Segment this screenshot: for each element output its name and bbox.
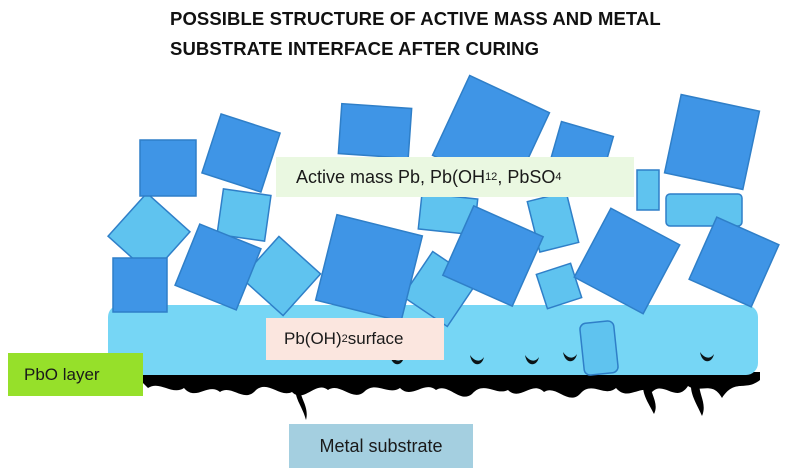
crystal bbox=[573, 207, 681, 315]
metal-substrate-label: Metal substrate bbox=[289, 424, 473, 468]
active-mass-sub-2: 4 bbox=[555, 171, 562, 183]
metal-substrate-edge bbox=[140, 372, 760, 420]
pbo-layer-label: PbO layer bbox=[8, 353, 143, 396]
interface-notches bbox=[390, 352, 714, 365]
crystal bbox=[106, 191, 192, 277]
surface-sub: 2 bbox=[341, 333, 348, 345]
crystal bbox=[636, 169, 660, 211]
crystal bbox=[200, 112, 282, 194]
title-line-2: SUBSTRATE INTERFACE AFTER CURING bbox=[170, 38, 540, 59]
surface-text: Pb(OH) bbox=[284, 329, 342, 348]
crystal bbox=[337, 102, 413, 160]
crystal bbox=[112, 257, 168, 313]
surface-label: Pb(OH)2 surface bbox=[266, 318, 444, 360]
crystal bbox=[314, 213, 424, 323]
title-line-1: POSSIBLE STRUCTURE OF ACTIVE MASS AND ME… bbox=[170, 8, 661, 29]
crystal bbox=[688, 216, 780, 308]
crystal bbox=[579, 320, 619, 376]
crystal bbox=[441, 204, 545, 308]
substrate-black-band bbox=[140, 372, 760, 398]
surface-rest: surface bbox=[347, 329, 404, 348]
crystal bbox=[665, 193, 743, 227]
crystal bbox=[174, 223, 262, 311]
crystal bbox=[216, 188, 272, 242]
crystal bbox=[139, 139, 197, 197]
active-mass-sub-1: 12 bbox=[485, 171, 498, 183]
crystal bbox=[535, 262, 583, 310]
crystal bbox=[240, 235, 322, 317]
active-mass-text-mid: , PbSO bbox=[497, 166, 556, 187]
diagram-title: POSSIBLE STRUCTURE OF ACTIVE MASS AND ME… bbox=[170, 4, 770, 64]
crystal bbox=[663, 93, 761, 191]
active-mass-text: Active mass Pb, Pb(OH bbox=[296, 166, 486, 187]
